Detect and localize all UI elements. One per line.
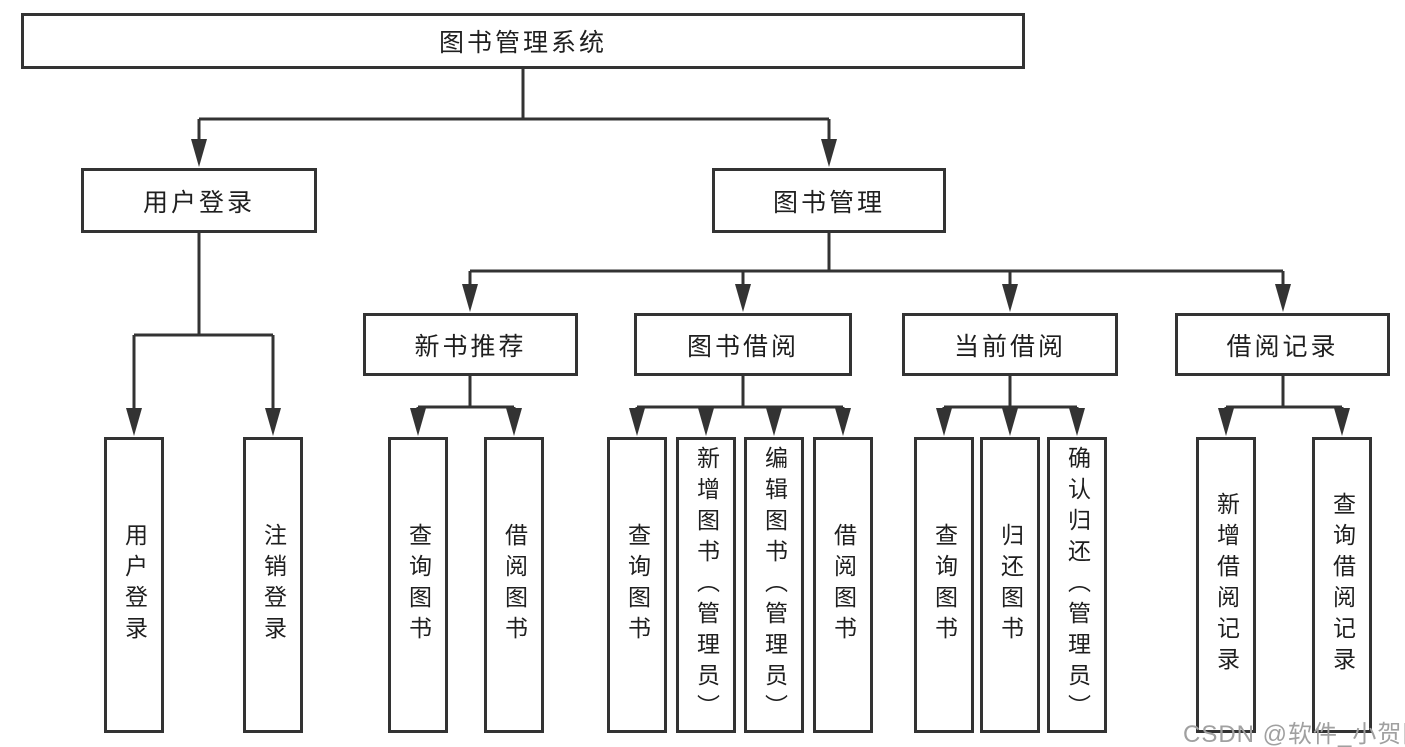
leaf-add-books-admin-label: 新增图书（管理员） [693,445,720,725]
arrowheads-user-login-group [126,408,281,436]
leaf-query-borrow-record: 查询借阅记录 [1312,437,1372,733]
leaf-logout-label: 注销登录 [260,523,287,647]
leaf-query-borrow-record-label: 查询借阅记录 [1329,492,1356,678]
leaf-edit-books-admin: 编辑图书（管理员） [744,437,804,733]
node-book-management-label: 图书管理 [772,188,885,217]
arrowheads-current-borrow-group [936,408,1085,436]
connector-book-management-to-level3 [468,233,1285,287]
leaf-add-borrow-record: 新增借阅记录 [1196,437,1256,733]
leaf-edit-books-admin-label: 编辑图书（管理员） [761,445,788,725]
leaf-confirm-return-admin-label: 确认归还（管理员） [1064,445,1091,725]
leaf-borrow-books-label: 借阅图书 [830,523,857,647]
leaf-add-borrow-record-label: 新增借阅记录 [1213,492,1240,678]
leaf-borrow-books-recommend-label: 借阅图书 [501,523,528,647]
leaf-borrow-books: 借阅图书 [813,437,873,733]
node-library-system: 图书管理系统 [21,13,1025,69]
node-borrow-records: 借阅记录 [1175,313,1390,376]
leaf-borrow-books-recommend: 借阅图书 [484,437,544,733]
node-user-login-label: 用户登录 [142,188,255,217]
leaf-return-books-label: 归还图书 [997,523,1024,647]
connector-borrow-records-group [1224,376,1344,410]
arrowheads-new-book-group [410,408,522,436]
watermark: CSDN @软件_小贺同学 [1183,721,1405,747]
leaf-query-books-current-label: 查询图书 [931,523,958,647]
node-user-login: 用户登录 [81,168,317,233]
connector-book-borrow-group [635,376,845,410]
leaf-query-books-current: 查询图书 [914,437,974,733]
connector-root-to-level2 [197,69,831,142]
leaf-user-login-label: 用户登录 [121,523,148,647]
node-book-management: 图书管理 [712,168,946,233]
leaf-logout: 注销登录 [243,437,303,733]
leaf-user-login: 用户登录 [104,437,164,733]
leaf-add-books-admin: 新增图书（管理员） [676,437,736,733]
node-book-borrow: 图书借阅 [634,313,852,376]
connector-current-borrow-group [942,376,1079,410]
leaf-query-books-borrow-label: 查询图书 [624,523,651,647]
arrowheads-level3 [462,284,1291,312]
node-current-borrow-label: 当前借阅 [953,332,1066,361]
arrowheads-level2 [191,139,837,167]
node-new-book-recommend-label: 新书推荐 [414,332,527,361]
node-library-system-label: 图书管理系统 [438,29,607,57]
node-current-borrow: 当前借阅 [902,313,1118,376]
arrowheads-book-borrow-group [629,408,851,436]
node-new-book-recommend: 新书推荐 [363,313,578,376]
leaf-query-books-borrow: 查询图书 [607,437,667,733]
arrowheads-borrow-records-group [1218,408,1350,436]
node-borrow-records-label: 借阅记录 [1226,332,1339,361]
leaf-return-books: 归还图书 [980,437,1040,733]
node-book-borrow-label: 图书借阅 [686,332,799,361]
leaf-confirm-return-admin: 确认归还（管理员） [1047,437,1107,733]
leaf-query-books-recommend: 查询图书 [388,437,448,733]
connector-new-book-group [416,376,516,410]
connector-user-login-group [132,233,275,410]
leaf-query-books-recommend-label: 查询图书 [405,523,432,647]
